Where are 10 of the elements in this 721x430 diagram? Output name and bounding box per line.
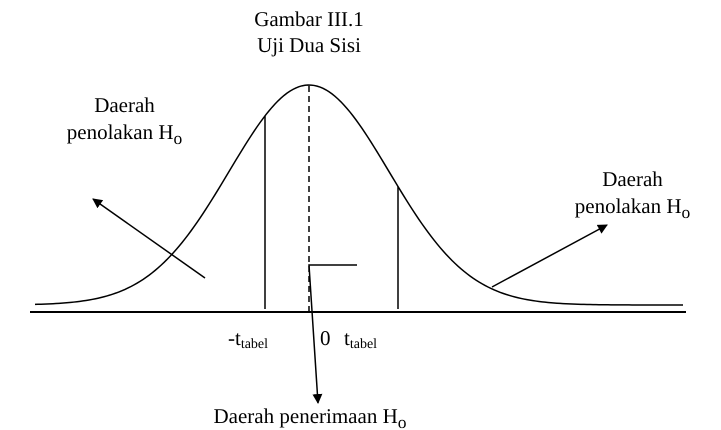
axis-tick-label: -t$_{tabel}$ (228, 326, 268, 354)
leader-arrow (492, 224, 608, 288)
axis-tick-label: 0 (320, 326, 330, 350)
region-label: Daerah penerimaan H$_{o}$ (150, 403, 470, 430)
leader-arrow (308, 264, 357, 404)
region-label: Daerah penolakan H$_{o}$ (52, 92, 197, 199)
leader-arrow (92, 198, 206, 279)
figure-title: Gambar III.1 Uji Dua Sisi (253, 6, 365, 58)
axis-tick-label: t$_{tabel}$ (344, 326, 378, 354)
region-label: Daerah penolakan H$_{o}$ (560, 166, 705, 225)
